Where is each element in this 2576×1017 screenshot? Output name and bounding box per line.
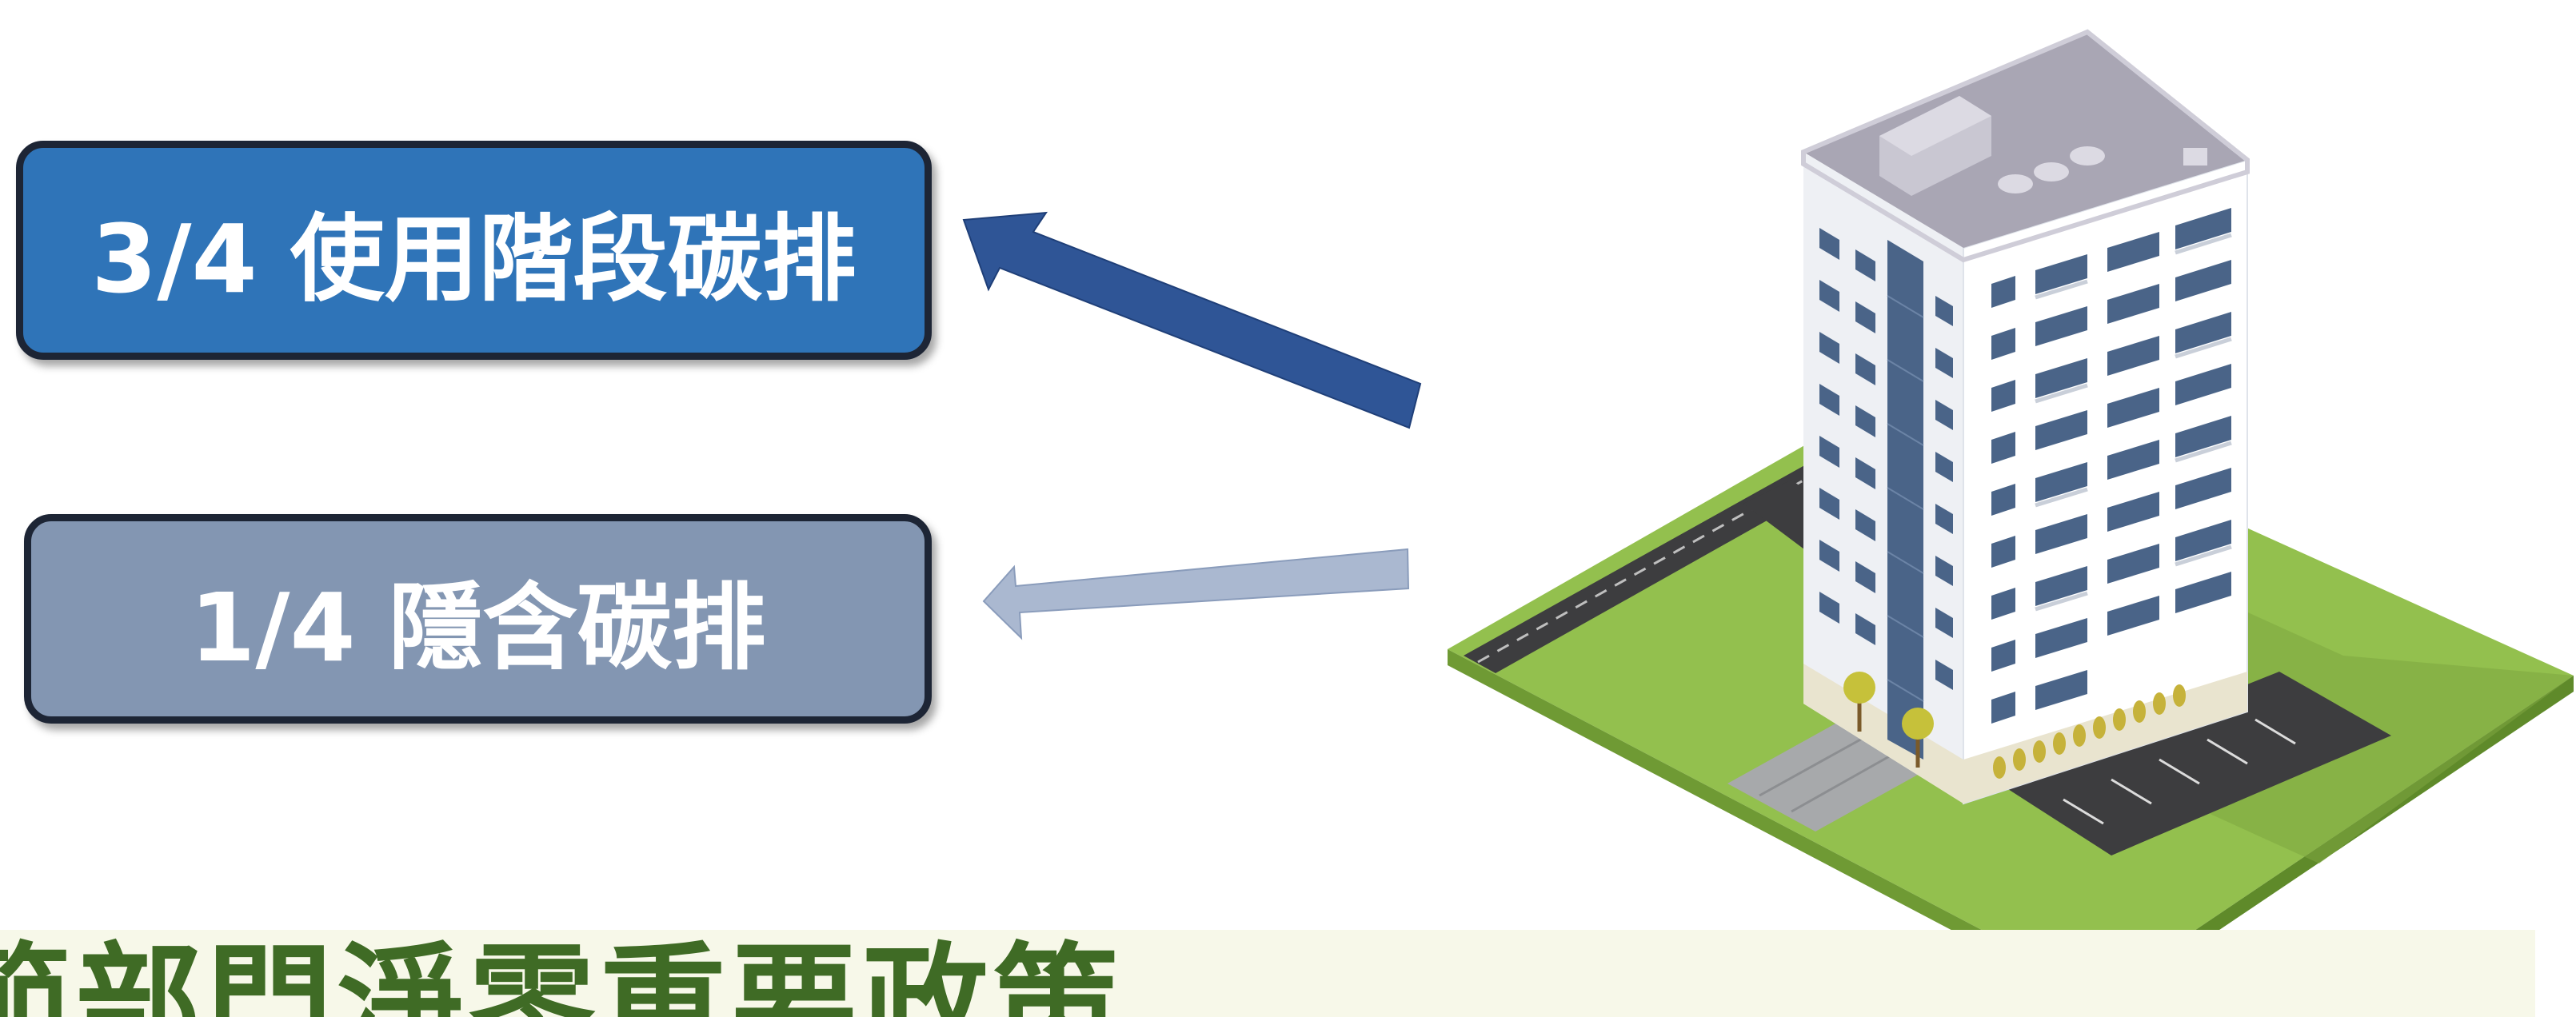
footer-title: 節部門淨零重要政策 xyxy=(0,931,1124,1017)
office-building-isometric-icon xyxy=(1448,29,2574,1009)
footer-band: 節部門淨零重要政策 xyxy=(0,930,2535,1017)
left-face-windows xyxy=(1819,228,1953,690)
embodied-carbon-text: 1/4 隱含碳排 xyxy=(190,572,766,683)
parking-lot xyxy=(1999,672,2391,855)
operational-arrow-icon xyxy=(962,211,1422,429)
operational-carbon-text: 3/4 使用階段碳排 xyxy=(91,203,857,314)
embodied-carbon-label: 1/4 隱含碳排 xyxy=(24,514,932,724)
operational-carbon-label: 3/4 使用階段碳排 xyxy=(16,141,932,360)
road xyxy=(1464,464,1839,673)
glass-column xyxy=(1887,240,1923,760)
right-face-windows xyxy=(1991,208,2231,724)
embodied-arrow-icon xyxy=(982,548,1410,640)
bollards xyxy=(1993,684,2186,779)
tree-icons xyxy=(1843,672,1934,768)
